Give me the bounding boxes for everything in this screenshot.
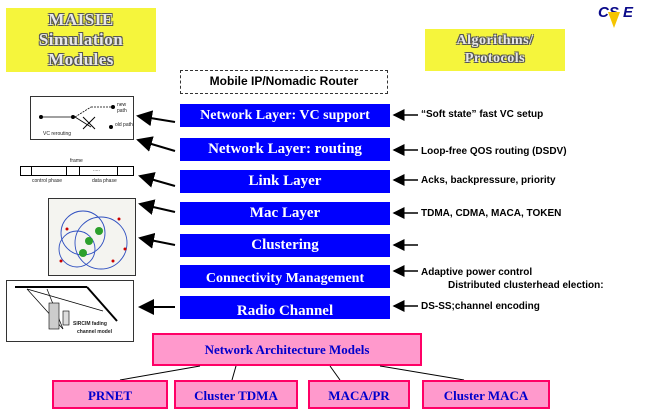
layer-label: Mac Layer (249, 205, 321, 221)
model-label: MACA/PR (328, 388, 390, 403)
vc-rerouting-diagram (39, 105, 115, 130)
vc-rerouting-thumbnail: new path old path VC rerouting (30, 96, 134, 140)
logo-v-icon (608, 12, 620, 28)
model-label: Cluster TDMA (194, 388, 278, 403)
mobile-ip-box: Mobile IP/Nomadic Router (180, 70, 388, 94)
frame-slot (66, 167, 67, 175)
layer-clustering: Clustering (180, 234, 390, 257)
algorithms-title-line: Protocols (464, 51, 526, 66)
layer-link: Link Layer (180, 170, 390, 193)
vc-caption: VC rerouting (43, 131, 72, 137)
frame-dots: ..... (93, 167, 100, 173)
note-vc: “Soft state” fast VC setup (421, 109, 544, 120)
model-label: PRNET (87, 388, 133, 403)
vc-old-path-label: old path (115, 122, 133, 128)
sircim-thumbnail: SIRCIM fading channel model (6, 280, 134, 342)
algorithms-title-line: Algorithms/ (456, 33, 534, 48)
algorithms-title-box: Algorithms/ Protocols (425, 29, 565, 71)
arrow-to-cluster-thumb (138, 232, 176, 249)
frame-slot (117, 167, 118, 175)
maisie-title-line: Simulation (38, 30, 124, 49)
model-cluster-tdma: Cluster TDMA (174, 380, 298, 409)
sircim-diagram (15, 286, 118, 330)
layer-label: Radio Channel (236, 303, 334, 319)
cse-logo: CS E (598, 4, 633, 28)
layer-label: Network Layer: VC support (200, 108, 370, 123)
layer-radio-channel: Radio Channel (180, 296, 390, 319)
model-label: Cluster MACA (443, 388, 529, 403)
model-maca-pr: MACA/PR (308, 380, 410, 409)
network-architecture-title: Network Architecture Models (204, 342, 370, 357)
layer-label: Link Layer (248, 173, 322, 189)
note-radio: DS-SS;channel encoding (421, 301, 540, 312)
frame-bar: ..... (20, 166, 134, 176)
arrow-to-mac (138, 199, 176, 215)
frame-slot (31, 167, 32, 175)
model-cluster-maca: Cluster MACA (422, 380, 550, 409)
vc-new-path-label: new path (117, 102, 127, 114)
frame-data-label: data phase (92, 178, 117, 184)
clustering-diagram (58, 210, 128, 270)
note-connectivity: Adaptive power control (421, 267, 533, 278)
arrow-to-routing (136, 136, 176, 152)
clustering-thumbnail (48, 198, 136, 276)
maisie-title-line: Modules (48, 50, 114, 69)
layer-label: Clustering (251, 237, 319, 253)
sircim-caption-line1: SIRCIM fading (73, 321, 107, 327)
network-architecture-box: Network Architecture Models (152, 333, 422, 366)
model-prnet: PRNET (52, 380, 168, 409)
note-mac: TDMA, CDMA, MACA, TOKEN (421, 208, 562, 219)
arrow-to-vc-thumb (136, 110, 176, 127)
layer-connectivity: Connectivity Management (180, 265, 390, 288)
sircim-caption-line2: channel model (77, 329, 113, 335)
layer-network-vc: Network Layer: VC support (180, 104, 390, 127)
layer-label: Connectivity Management (205, 271, 365, 286)
frame-control-label: control phase (32, 178, 63, 184)
arrow-to-frame-thumb (138, 172, 176, 188)
layer-label: Network Layer: routing (208, 141, 362, 157)
mobile-ip-label: Mobile IP/Nomadic Router (209, 74, 359, 88)
maisie-title-line: MAISIE (48, 10, 114, 29)
maisie-title-box: MAISIE Simulation Modules (6, 8, 156, 72)
note-connectivity-2: Distributed clusterhead election: (448, 280, 604, 291)
layer-network-routing: Network Layer: routing (180, 138, 390, 161)
frame-label: frame (70, 158, 83, 164)
note-routing: Loop-free QOS routing (DSDV) (421, 146, 567, 157)
note-link: Acks, backpressure, priority (421, 175, 556, 186)
layer-mac: Mac Layer (180, 202, 390, 225)
frame-thumbnail: frame ..... control phase data phase (20, 158, 136, 186)
frame-slot (79, 167, 80, 175)
